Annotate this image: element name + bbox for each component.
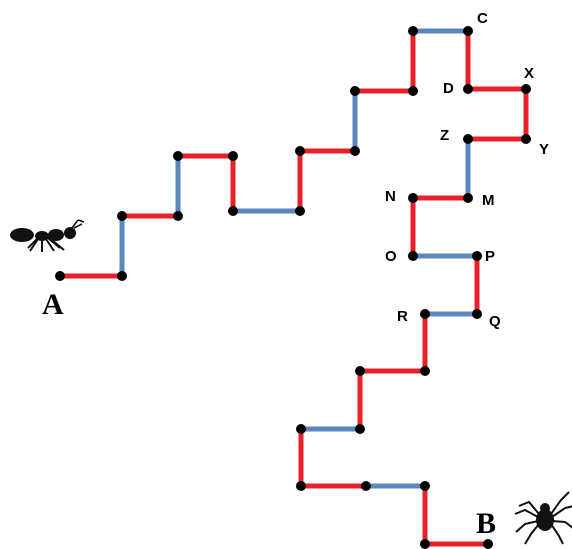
path-node [483,539,493,549]
label-C: C [477,10,488,27]
label-O: O [385,248,397,265]
path-node [228,151,238,161]
node-Q [472,309,482,319]
node-C [408,26,418,36]
label-B: B [476,507,496,540]
path-node [355,424,365,434]
path-node [463,26,473,36]
label-P: P [485,248,495,265]
node-A [55,271,65,281]
path-node [350,86,360,96]
path-segments [60,28,529,547]
path-node [295,146,305,156]
label-Z: Z [440,127,449,144]
label-A: A [42,288,64,321]
node-X [521,84,531,94]
node-Z [463,134,473,144]
label-M: M [482,192,495,209]
path-node [355,366,365,376]
label-N: N [385,188,396,205]
node-P [472,251,482,261]
node-D [463,84,473,94]
ant-icon [10,219,85,252]
label-R: R [397,308,408,325]
node-Y [521,134,531,144]
path-node [350,146,360,156]
label-D: D [443,80,454,97]
label-X: X [524,65,534,82]
path-node [117,271,127,281]
path-nodes [55,26,531,549]
path-node [117,211,127,221]
path-node [420,481,430,491]
path-node [228,206,238,216]
path-node [173,151,183,161]
node-M [463,193,473,203]
spider-icon [514,491,572,545]
label-Y: Y [539,141,549,158]
path-node [420,539,430,549]
node-R [420,309,430,319]
path-node [295,206,305,216]
path-node [173,211,183,221]
label-Q: Q [489,313,501,330]
node-O [408,251,418,261]
path-node [408,86,418,96]
path-node [420,366,430,376]
path-node [296,424,306,434]
path-node [296,481,306,491]
path-node [361,481,371,491]
node-N [408,193,418,203]
